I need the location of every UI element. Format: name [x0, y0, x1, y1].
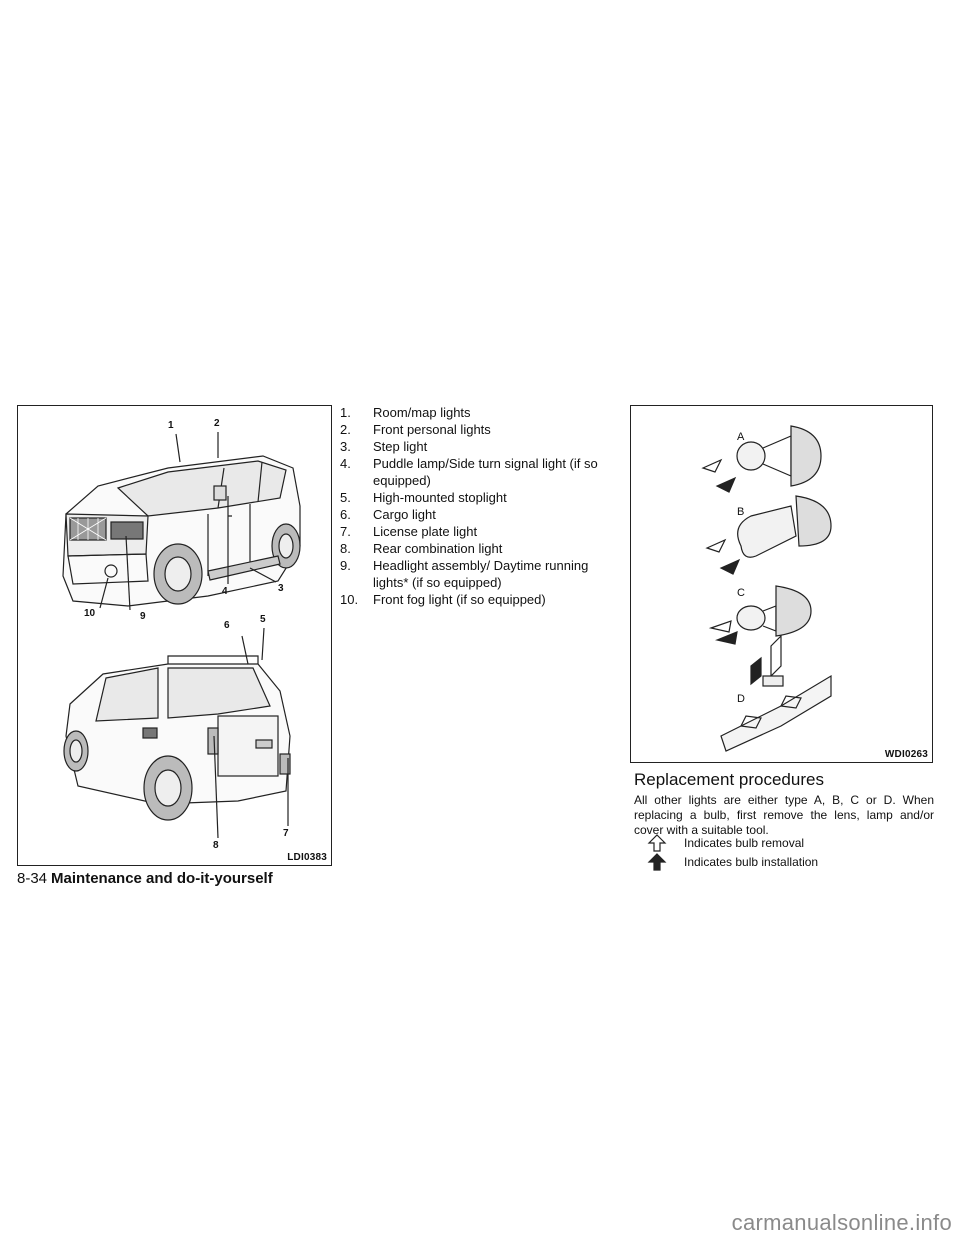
- callout-4: 4: [222, 586, 228, 597]
- callout-2: 2: [214, 418, 220, 429]
- legend-installation-label: Indicates bulb installation: [684, 855, 819, 869]
- callout-10: 10: [84, 608, 96, 619]
- bulb-illustration: [701, 425, 832, 752]
- figure-code: LDI0383: [287, 852, 327, 863]
- vehicle-lights-figure: 1 2 3 4 5 6 7 8 9 10 LDI0383: [17, 405, 332, 866]
- legend-removal: Indicates bulb removal: [646, 833, 804, 853]
- callout-9: 9: [140, 611, 146, 622]
- section-title: Maintenance and do-it-yourself: [51, 870, 273, 887]
- list-item: 4.Puddle lamp/Side turn signal light (if…: [340, 456, 598, 488]
- solid-arrow-icon: [647, 853, 667, 871]
- bulb-types-figure: A B C D WDI0263: [630, 405, 933, 763]
- list-item: 7.License plate light: [340, 524, 478, 539]
- callout-6: 6: [224, 620, 230, 631]
- list-item: 9.Headlight assembly/ Daytime running li…: [340, 558, 589, 590]
- section-body: All other lights are either type A, B, C…: [634, 793, 934, 837]
- list-item: 6.Cargo light: [340, 507, 436, 522]
- bulb-type-c: C: [737, 587, 745, 599]
- callout-8: 8: [213, 840, 219, 851]
- outline-arrow-icon: [647, 834, 667, 852]
- section-heading: Replacement procedures: [634, 770, 824, 789]
- bulb-type-a: A: [737, 431, 745, 443]
- bulb-type-b: B: [737, 506, 745, 518]
- watermark: carmanualsonline.info: [731, 1210, 952, 1235]
- callout-7: 7: [283, 828, 289, 839]
- legend-installation: Indicates bulb installation: [646, 852, 818, 872]
- list-item: 1.Room/map lights: [340, 405, 471, 420]
- list-item: 3.Step light: [340, 439, 428, 454]
- figure-code: WDI0263: [884, 749, 928, 760]
- list-item: 5.High-mounted stoplight: [340, 490, 507, 505]
- callout-1: 1: [168, 420, 174, 431]
- callout-5: 5: [260, 614, 266, 625]
- vehicle-illustration: [62, 432, 301, 839]
- light-list: 1.Room/map lights 2.Front personal light…: [340, 404, 622, 608]
- list-item: 8.Rear combination light: [340, 541, 503, 556]
- legend-removal-label: Indicates bulb removal: [684, 836, 805, 850]
- page-number: 8-34: [17, 870, 48, 887]
- list-item: 2.Front personal lights: [340, 422, 491, 437]
- list-item: 10.Front fog light (if so equipped): [340, 592, 546, 607]
- callout-3: 3: [278, 583, 284, 594]
- bulb-type-d: D: [737, 693, 745, 705]
